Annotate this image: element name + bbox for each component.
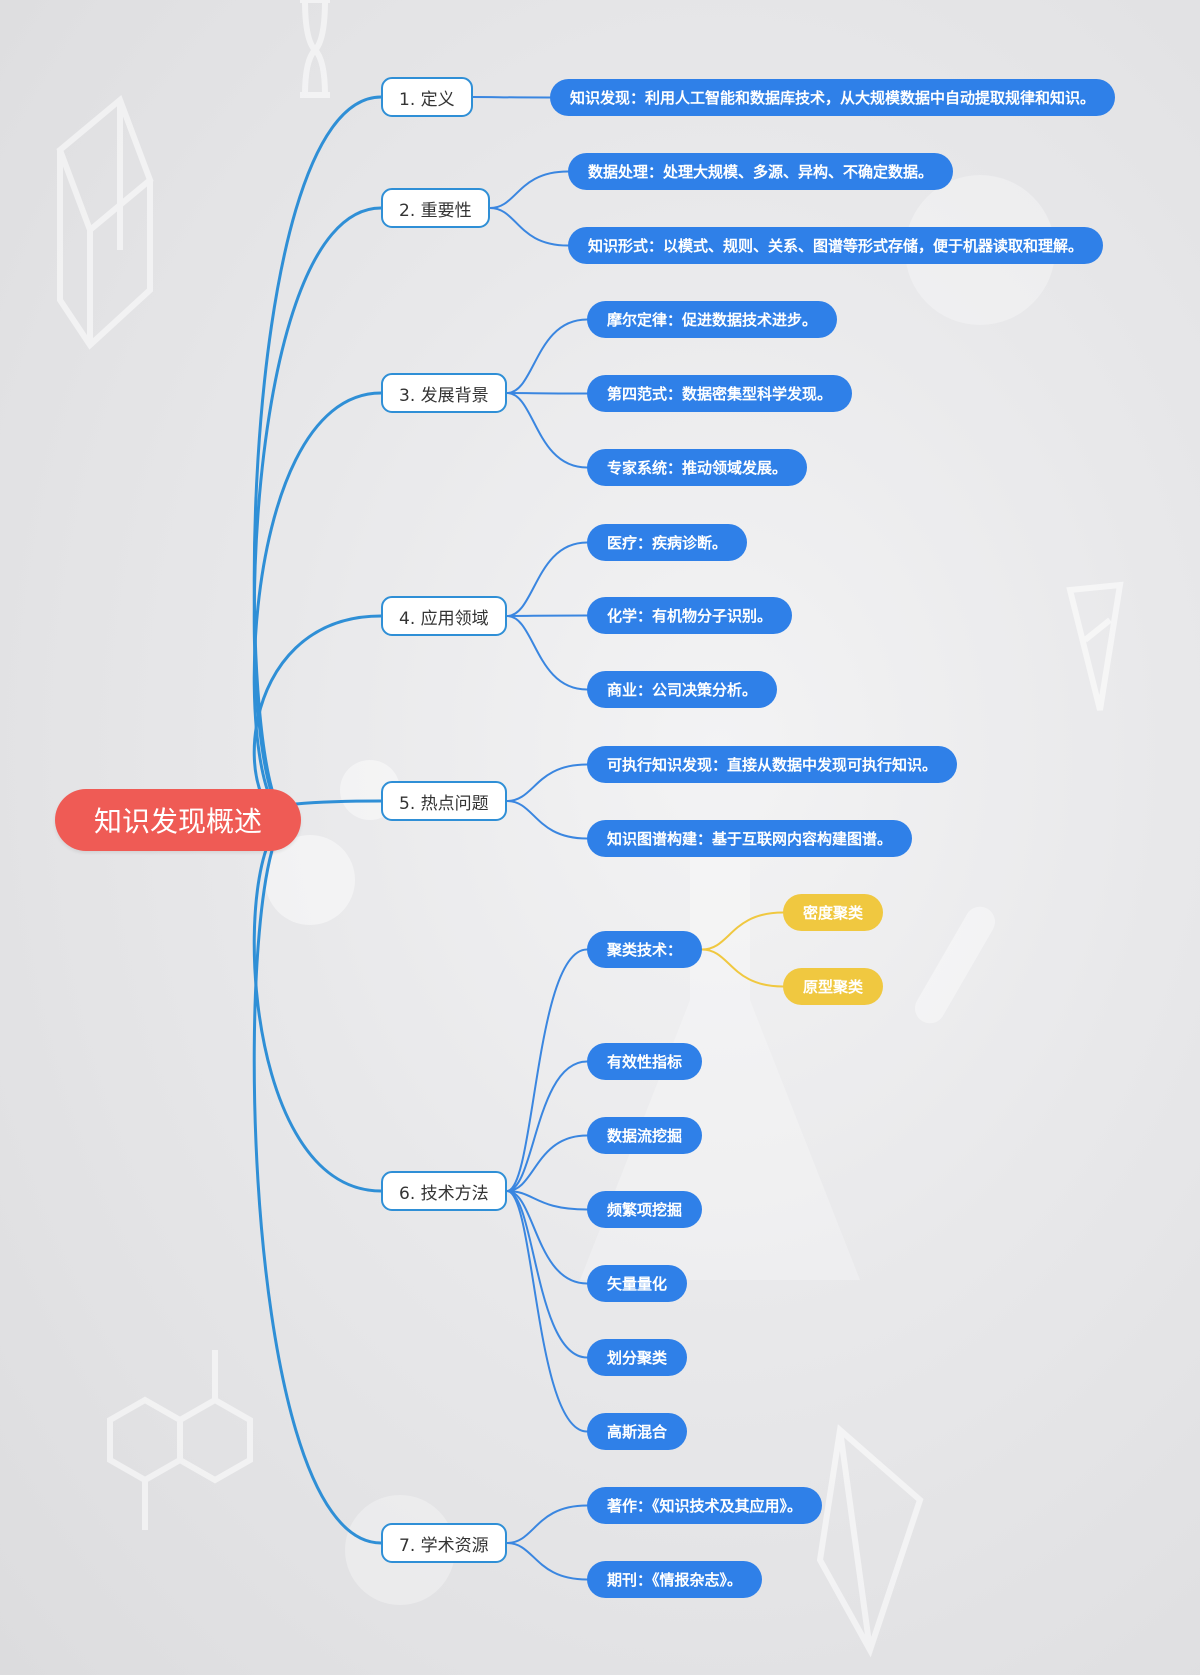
branch-definition[interactable]: 1. 定义 [381, 77, 473, 117]
leaf-data-stream-mining[interactable]: 数据流挖掘 [587, 1117, 703, 1154]
leaf-density-clustering[interactable]: 密度聚类 [783, 894, 884, 931]
leaf-chemistry[interactable]: 化学：有机物分子识别。 [587, 597, 793, 634]
branch-techniques[interactable]: 6. 技术方法 [381, 1171, 507, 1211]
leaf-business[interactable]: 商业：公司决策分析。 [587, 671, 778, 708]
leaf-partition-clustering[interactable]: 划分聚类 [587, 1339, 688, 1376]
leaf-knowledge-discovery-definition[interactable]: 知识发现：利用人工智能和数据库技术，从大规模数据中自动提取规律和知识。 [550, 79, 1116, 116]
leaf-gaussian-mixture[interactable]: 高斯混合 [587, 1413, 688, 1450]
branch-hot-topics[interactable]: 5. 热点问题 [381, 781, 507, 821]
leaf-knowledge-graph[interactable]: 知识图谱构建：基于互联网内容构建图谱。 [587, 820, 913, 857]
branch-importance[interactable]: 2. 重要性 [381, 188, 490, 228]
leaf-actionable-knowledge[interactable]: 可执行知识发现：直接从数据中发现可执行知识。 [587, 746, 958, 783]
leaf-moores-law[interactable]: 摩尔定律：促进数据技术进步。 [587, 301, 838, 338]
leaf-book[interactable]: 著作：《知识技术及其应用》。 [587, 1487, 823, 1524]
leaf-knowledge-forms[interactable]: 知识形式：以模式、规则、关系、图谱等形式存储，便于机器读取和理解。 [568, 227, 1104, 264]
branch-academic-resources[interactable]: 7. 学术资源 [381, 1523, 507, 1563]
leaf-journal[interactable]: 期刊：《情报杂志》。 [587, 1561, 763, 1598]
leaf-medical[interactable]: 医疗：疾病诊断。 [587, 524, 748, 561]
root-topic[interactable]: 知识发现概述 [55, 789, 301, 851]
leaf-fourth-paradigm[interactable]: 第四范式：数据密集型科学发现。 [587, 375, 853, 412]
leaf-prototype-clustering[interactable]: 原型聚类 [783, 968, 884, 1005]
branch-background[interactable]: 3. 发展背景 [381, 373, 507, 413]
leaf-expert-systems[interactable]: 专家系统：推动领域发展。 [587, 449, 808, 486]
leaf-vector-quantization[interactable]: 矢量量化 [587, 1265, 688, 1302]
branch-applications[interactable]: 4. 应用领域 [381, 596, 507, 636]
leaf-frequent-itemset-mining[interactable]: 频繁项挖掘 [587, 1191, 703, 1228]
leaf-data-processing[interactable]: 数据处理：处理大规模、多源、异构、不确定数据。 [568, 153, 954, 190]
leaf-clustering[interactable]: 聚类技术： [587, 931, 703, 968]
leaf-validity-index[interactable]: 有效性指标 [587, 1043, 703, 1080]
